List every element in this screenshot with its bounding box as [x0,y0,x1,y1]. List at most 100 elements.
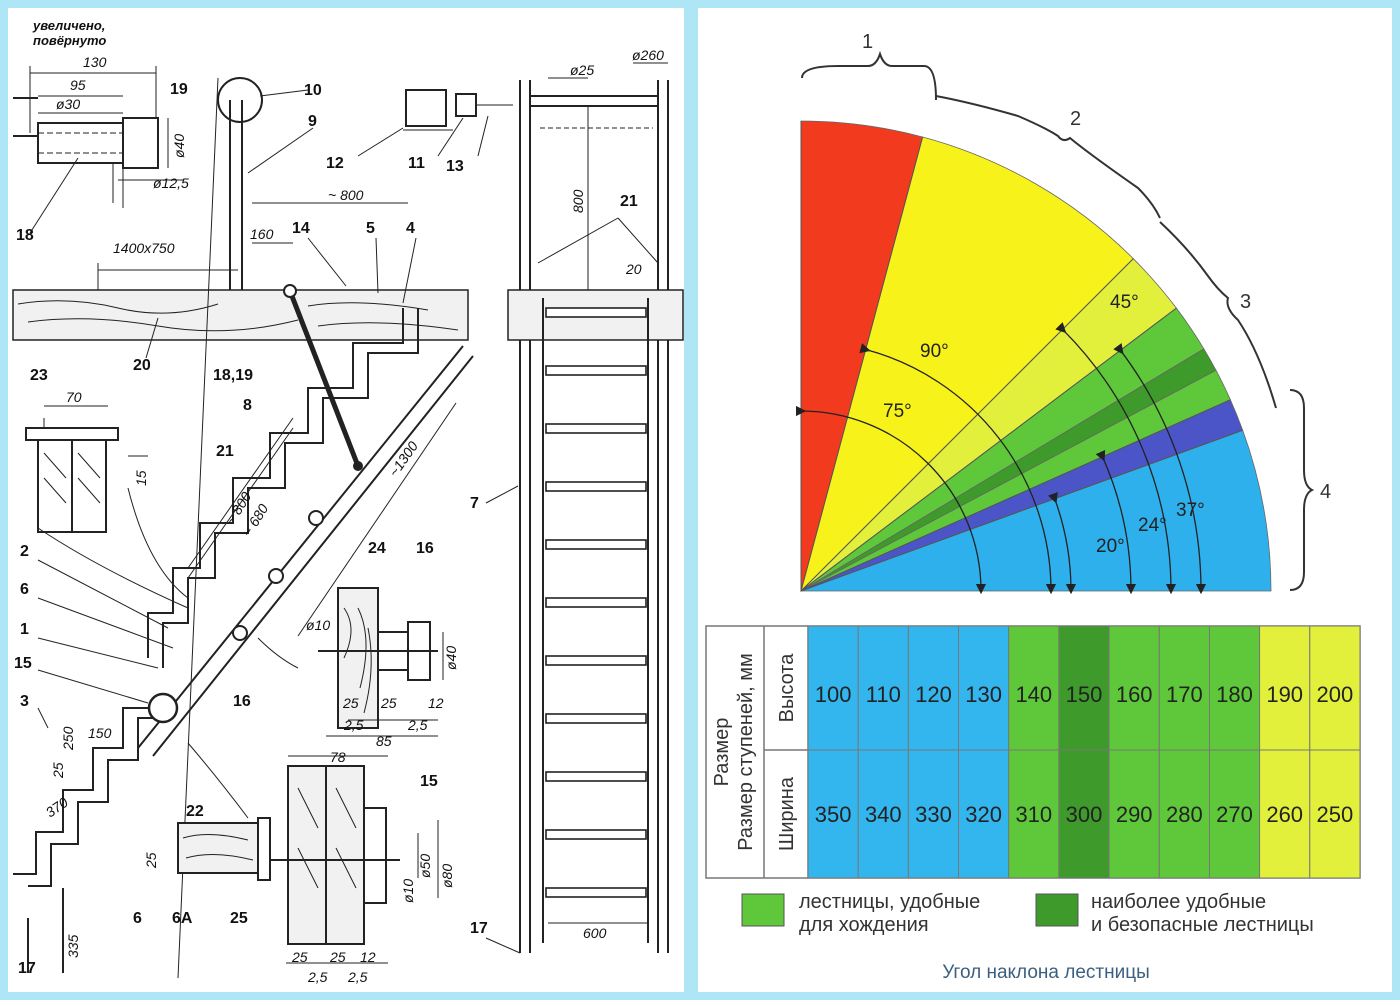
label-24: 24 [368,540,386,557]
dim-160: 160 [250,226,274,242]
table-cells: 1003501103401203301303201403101503001602… [807,625,1361,879]
label-6a: 6А [172,910,193,927]
label-23: 23 [30,367,48,384]
table-cell-height-bg [1309,625,1361,751]
table-cell-width-300: 300 [1066,802,1103,827]
table-cell-height-120: 120 [915,682,952,707]
label-10: 10 [304,82,322,99]
dim-95: 95 [70,77,86,93]
label-18-19: 18,19 [213,367,253,384]
label-20: 20 [133,357,151,374]
ladder-rung [545,307,647,318]
table-cell-height-170: 170 [1166,682,1203,707]
angle-label-20: 20° [1096,536,1125,557]
label-5: 5 [366,220,375,237]
table-cell-height-100: 100 [815,682,852,707]
section-label-3: 3 [1240,291,1251,313]
dim-d10-top: ø10 [306,617,330,633]
table-cell-height-110: 110 [866,682,901,707]
dim-2-5-b: 2,5 [407,717,428,733]
table-cell-width-330: 330 [915,802,952,827]
table-header-line-1: Размер [711,718,733,787]
legend-safest-line-1: наиболее удобные [1091,891,1266,913]
dim-70: 70 [66,389,82,405]
dim-d260: ø260 [632,47,664,63]
legend-comfortable-line-2: для хождения [799,914,929,936]
ladder-rung [545,655,647,666]
stair-drawing-panel: увеличено, повёрнуто 130 95 ø30 ø40 ø12,… [8,8,684,992]
label-18: 18 [16,227,34,244]
label-25: 25 [230,910,248,927]
label-19: 19 [170,81,188,98]
dim-d10-b: ø10 [400,879,416,903]
label-16b: 16 [416,540,434,557]
dim-d40-b: ø40 [443,646,459,670]
table-cell-width-320: 320 [965,802,1002,827]
label-1: 1 [20,621,29,638]
dim-20: 20 [625,261,642,277]
section-label-1: 1 [862,31,873,53]
dim-150: 150 [88,725,112,741]
table-cell-width-bg [1008,749,1060,879]
dim-335: 335 [65,934,81,958]
brace-section-4 [1289,389,1315,591]
label-6-b: 6 [133,910,142,927]
brace-section-3 [1159,221,1277,409]
dim-85: 85 [376,733,392,749]
table-cell-height-bg [1008,625,1060,751]
dim-800-top: ~ 800 [328,187,364,203]
table-cell-height-150: 150 [1066,682,1103,707]
dim-78: 78 [330,749,346,765]
table-cell-width-bg [857,749,909,879]
dim-2-5-c: 2,5 [307,969,328,985]
label-6: 6 [20,581,29,598]
ladder-rung [545,539,647,550]
angle-label-90: 90° [920,341,949,362]
label-15: 15 [14,655,32,672]
angle-arc-4 [1095,449,1137,595]
legend-swatch-safest [1035,893,1079,927]
label-17-left: 17 [18,960,36,977]
angle-label-37: 37° [1176,500,1205,521]
legend-comfortable-line-1: лестницы, удобные [799,891,980,913]
dim-25-b: 25 [380,695,397,711]
dim-250: 250 [60,726,76,751]
legend-safest-line-2: и безопасные лестницы [1091,914,1314,936]
angle-label-24: 24° [1138,515,1167,536]
handrail-post [217,77,408,290]
ladder-rung [545,829,647,840]
table-cell-width-bg [1108,749,1160,879]
table-cell-width-bg [958,749,1010,879]
dim-d30: ø30 [56,96,80,112]
table-cell-width-bg [1058,749,1110,879]
table-cell-height-bg [1108,625,1160,751]
table-cell-width-260: 260 [1266,802,1303,827]
label-14: 14 [292,220,310,237]
legend-swatch-comfortable [741,893,785,927]
table-cell-height-bg [907,625,960,751]
angle-arc-3 [1113,343,1207,595]
table-cell-width-350: 350 [815,802,852,827]
table-cell-width-340: 340 [865,802,902,827]
label-21-left: 21 [216,443,234,460]
table-header-main: Размер ступеней, мм [735,653,757,851]
table-cell-width-bg [907,749,960,879]
detail-axle-18-19 [13,66,183,234]
table-cell-height-200: 200 [1317,682,1354,707]
dim-1400x750: 1400x750 [113,240,175,256]
label-11: 11 [408,155,425,172]
dim-2-5-d: 2,5 [347,969,368,985]
detail-23 [25,405,148,533]
label-17-right: 17 [470,920,488,937]
ladder-rung [545,423,647,434]
table-cell-width-bg [1158,749,1210,879]
label-21-right: 21 [620,193,638,210]
detail-24-16 [318,587,444,737]
dim-12-b: 12 [360,949,376,965]
table-cell-height-bg [857,625,909,751]
label-22: 22 [186,803,204,820]
ladder-rung [545,365,647,376]
dim-370: 370 [43,794,71,821]
table-cell-width-280: 280 [1166,802,1203,827]
